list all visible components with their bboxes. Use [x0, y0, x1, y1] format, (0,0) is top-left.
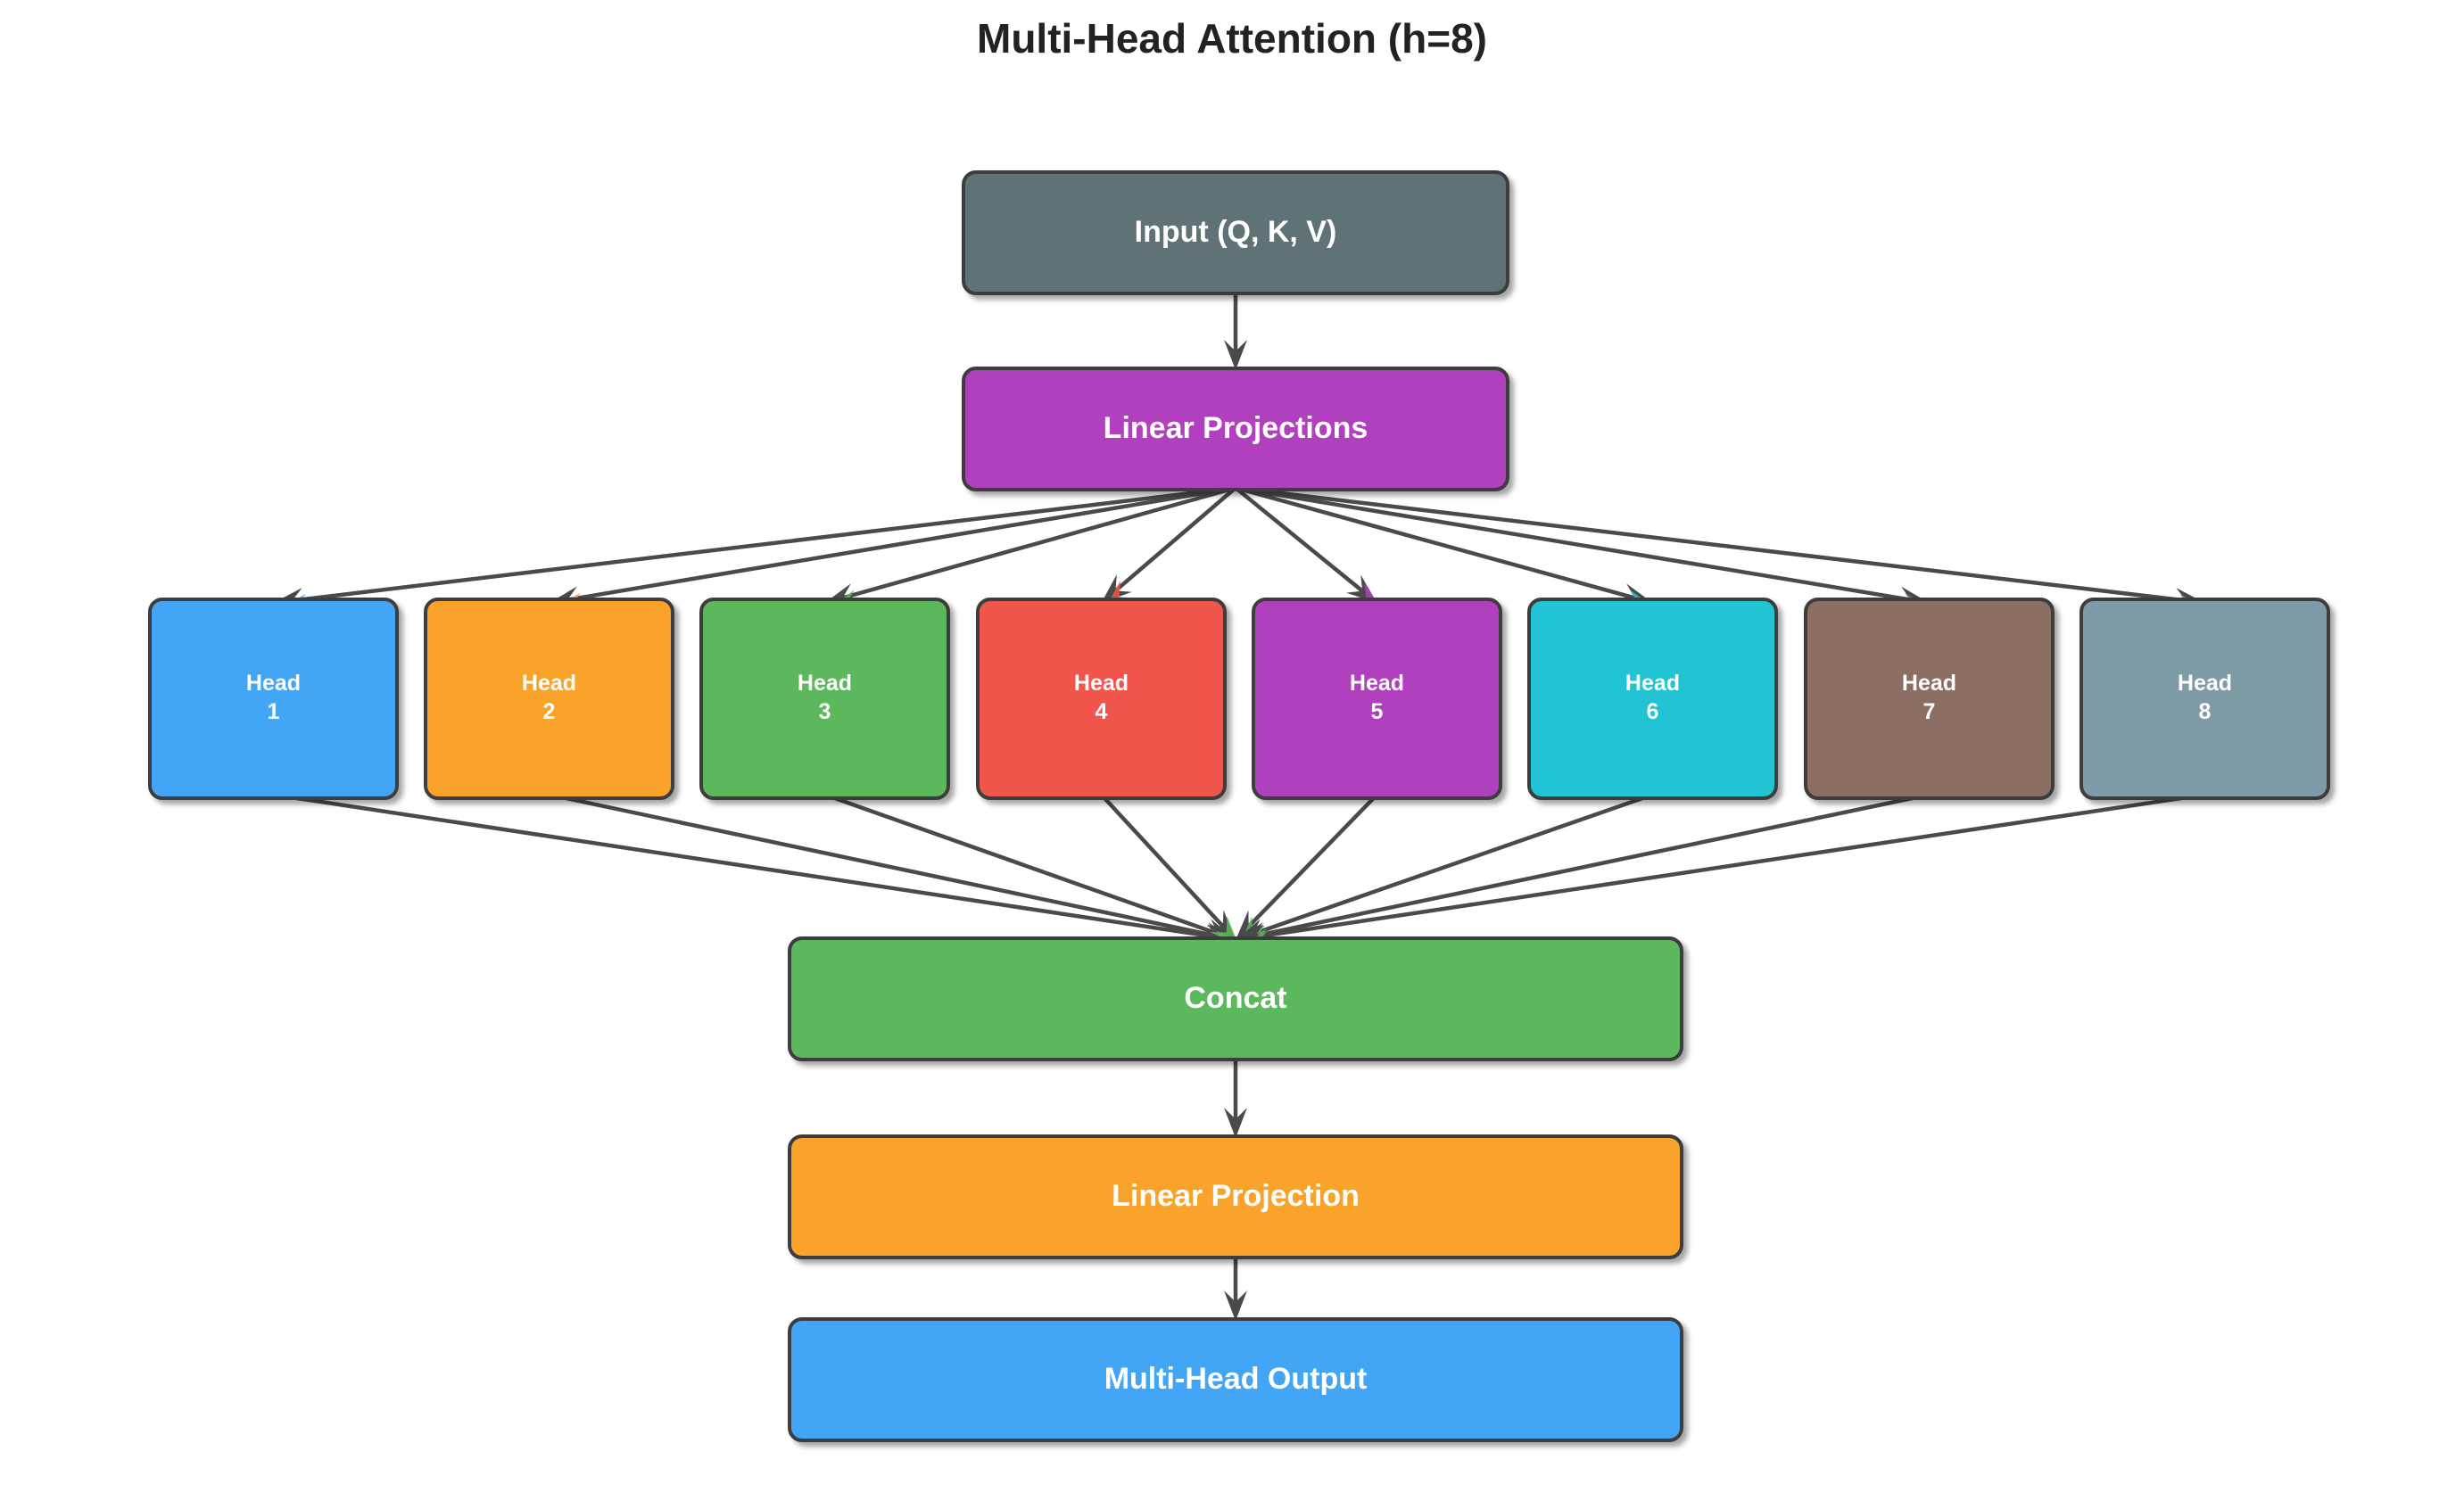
node-head-2-label-line1: Head	[522, 671, 576, 696]
edge-linear-projections-to-head-3	[824, 485, 1238, 613]
node-head-4[interactable]: Head 4	[976, 598, 1227, 800]
node-input-rect[interactable]	[962, 170, 1509, 295]
edge-head-2-to-concat-line	[547, 792, 1222, 939]
node-head-1-label-line2: 1	[268, 699, 280, 724]
node-head-2-label-line2: 2	[543, 699, 556, 724]
node-head-8-label-line2: 8	[2199, 699, 2212, 724]
node-head-1-label-line1: Head	[246, 671, 301, 696]
node-head-5-label-line1: Head	[1350, 671, 1404, 696]
edge-linear-projections-to-head-6	[1233, 485, 1657, 613]
edge-input-to-linear-projections-arrowhead	[1224, 340, 1247, 370]
node-head-7-label-line1: Head	[1902, 671, 1956, 696]
edge-linear-projections-to-head-3-line	[838, 485, 1238, 601]
edge-head-5-to-concat-arrowhead	[1236, 910, 1266, 940]
page-title: Multi-Head Attention (h=8)	[977, 15, 1487, 62]
edge-input-to-linear-projections	[1224, 291, 1247, 370]
edge-concat-to-linear-projection-arrowhead	[1224, 1108, 1247, 1138]
node-head-5[interactable]: Head 5	[1252, 598, 1502, 800]
edge-head-1-to-concat-line	[271, 792, 1222, 940]
edge-linear-projections-to-head-2	[549, 485, 1238, 616]
node-head-7-rect[interactable]	[1804, 598, 2055, 800]
node-concat-label: Concat	[1184, 981, 1286, 1015]
edge-head-8-to-concat-line	[1249, 792, 2207, 940]
node-head-3[interactable]: Head 3	[699, 598, 950, 800]
edge-concat-to-linear-projection	[1224, 1057, 1247, 1138]
node-head-6-rect[interactable]	[1527, 598, 1778, 800]
node-head-7-label-line2: 7	[1923, 699, 1936, 724]
node-linear-projection[interactable]: Linear Projection	[788, 1134, 1683, 1259]
node-input[interactable]: Input (Q, K, V)	[962, 170, 1509, 295]
edge-head-3-to-concat	[823, 792, 1239, 947]
node-head-5-label-line2: 5	[1371, 699, 1384, 724]
node-multi-head-output[interactable]: Multi-Head Output	[788, 1317, 1683, 1442]
node-multi-head-output-rect[interactable]	[788, 1317, 1683, 1442]
edge-head-4-to-concat-line	[1099, 792, 1228, 931]
edge-head-5-to-concat-line	[1244, 792, 1379, 931]
node-head-3-rect[interactable]	[699, 598, 950, 800]
node-head-3-label-line2: 3	[819, 699, 831, 724]
node-linear-projections-label: Linear Projections	[1104, 411, 1368, 445]
node-head-6-label-line2: 6	[1647, 699, 1659, 724]
node-head-4-label-line1: Head	[1074, 671, 1129, 696]
edge-linear-projection-to-output-arrowhead	[1224, 1291, 1247, 1321]
edge-linear-projections-to-head-2-line	[563, 485, 1238, 603]
node-head-2[interactable]: Head 2	[424, 598, 674, 800]
node-head-1[interactable]: Head 1	[148, 598, 399, 800]
node-head-6[interactable]: Head 6	[1527, 598, 1778, 800]
edge-linear-projections-to-head-7-line	[1233, 485, 1915, 603]
node-head-4-label-line2: 4	[1096, 699, 1108, 724]
node-linear-projection-label: Linear Projection	[1112, 1179, 1360, 1213]
edge-linear-projection-to-output	[1224, 1255, 1247, 1321]
nodes-layer: Input (Q, K, V) Linear ProjectionsConcatL…	[148, 170, 2330, 1442]
node-head-2-rect[interactable]	[424, 598, 674, 800]
node-head-5-rect[interactable]	[1252, 598, 1502, 800]
node-head-1-rect[interactable]	[148, 598, 399, 800]
node-input-label: Input (Q, K, V)	[1135, 215, 1337, 249]
edge-linear-projections-to-head-1-line	[287, 485, 1238, 604]
edge-linear-projections-to-head-8-line	[1233, 485, 2191, 604]
edge-linear-projections-to-head-4-arrowhead	[1101, 574, 1132, 603]
node-concat[interactable]: Concat	[788, 936, 1683, 1061]
edge-linear-projections-to-head-6-line	[1233, 485, 1640, 601]
node-linear-projections-rect[interactable]	[962, 367, 1509, 491]
node-concat-rect[interactable]	[788, 936, 1683, 1061]
edge-head-3-to-concat-line	[823, 792, 1223, 937]
node-head-3-label-line1: Head	[798, 671, 852, 696]
node-head-8[interactable]: Head 8	[2080, 598, 2330, 800]
node-head-8-rect[interactable]	[2080, 598, 2330, 800]
node-head-8-label-line1: Head	[2178, 671, 2232, 696]
node-head-7[interactable]: Head 7	[1804, 598, 2055, 800]
edge-head-7-to-concat-line	[1249, 792, 1931, 939]
edge-head-1-to-concat	[271, 792, 1239, 953]
node-multi-head-output-label: Multi-Head Output	[1104, 1362, 1368, 1396]
node-head-6-label-line1: Head	[1625, 671, 1680, 696]
edge-linear-projections-to-head-4-line	[1111, 485, 1238, 595]
edge-head-8-to-concat	[1236, 792, 2207, 953]
edge-linear-projections-to-head-7	[1233, 485, 1933, 616]
edge-head-6-to-concat	[1236, 792, 1655, 948]
edge-linear-projections-to-head-5-line	[1233, 485, 1367, 595]
node-head-4-rect[interactable]	[976, 598, 1227, 800]
edge-head-6-to-concat-line	[1248, 792, 1655, 937]
node-linear-projections[interactable]: Linear Projections	[962, 367, 1509, 491]
node-linear-projection-rect[interactable]	[788, 1134, 1683, 1259]
